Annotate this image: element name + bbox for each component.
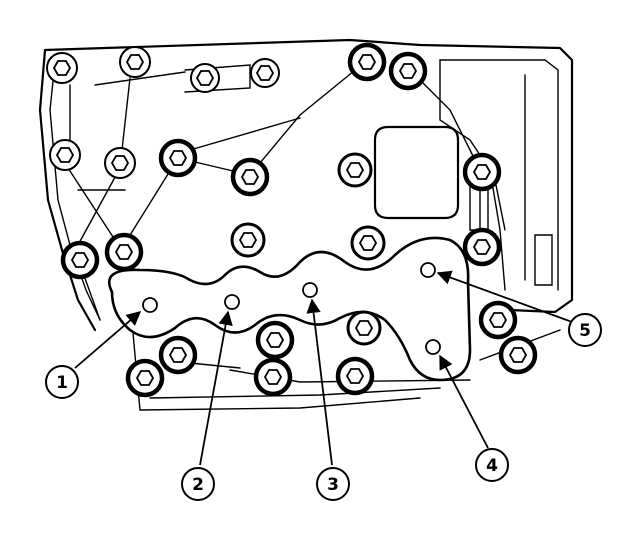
bolt-icon <box>125 358 165 398</box>
bolt-icon <box>335 356 375 396</box>
port-2 <box>224 294 240 310</box>
bolt-icon <box>462 227 502 267</box>
valve-plate <box>107 236 472 382</box>
callout-4: 4 <box>475 448 509 482</box>
callout-1: 1 <box>45 365 79 399</box>
bolt-icon <box>158 335 198 375</box>
bolt-icon <box>158 138 198 178</box>
bolt-icon <box>337 152 373 188</box>
bolt-icon <box>230 222 266 258</box>
arrow-4 <box>439 354 489 449</box>
port-5 <box>420 262 436 278</box>
bolt-icon <box>253 357 293 397</box>
bolt-icon <box>119 46 151 78</box>
callout-label: 4 <box>486 456 498 476</box>
bolt-icon <box>49 139 81 171</box>
housing-outline <box>38 38 574 411</box>
callout-3: 3 <box>316 467 350 501</box>
callout-label: 2 <box>192 475 204 495</box>
bolt-icon <box>478 300 518 340</box>
callout-2: 2 <box>181 467 215 501</box>
bolt-icon <box>104 147 136 179</box>
arrow-3 <box>306 298 333 466</box>
arrow-2 <box>199 310 233 466</box>
bolt-icon <box>350 225 386 261</box>
arrow-1 <box>74 311 142 369</box>
bolt-icon <box>462 152 502 192</box>
ports <box>142 262 441 355</box>
bolt-icon <box>60 240 100 280</box>
port-4 <box>425 339 441 355</box>
callout-arrows <box>74 270 573 466</box>
bolt-icon <box>46 52 78 84</box>
bolt-icon <box>347 42 387 82</box>
callout-label: 1 <box>56 373 68 393</box>
port-3 <box>302 282 318 298</box>
bolt-icon <box>104 232 144 272</box>
bolts <box>46 42 538 398</box>
callout-5: 5 <box>568 313 602 347</box>
bolt-icon <box>346 310 382 346</box>
bolt-icon <box>250 58 280 88</box>
arrow-5 <box>436 270 573 323</box>
bolt-icon <box>255 320 295 360</box>
bolt-icon <box>230 157 270 197</box>
bolt-icon <box>388 51 428 91</box>
bolt-icon <box>190 63 220 93</box>
port-1 <box>142 297 158 313</box>
bolt-icon <box>498 335 538 375</box>
callout-label: 5 <box>579 321 591 341</box>
callout-label: 3 <box>327 475 339 495</box>
